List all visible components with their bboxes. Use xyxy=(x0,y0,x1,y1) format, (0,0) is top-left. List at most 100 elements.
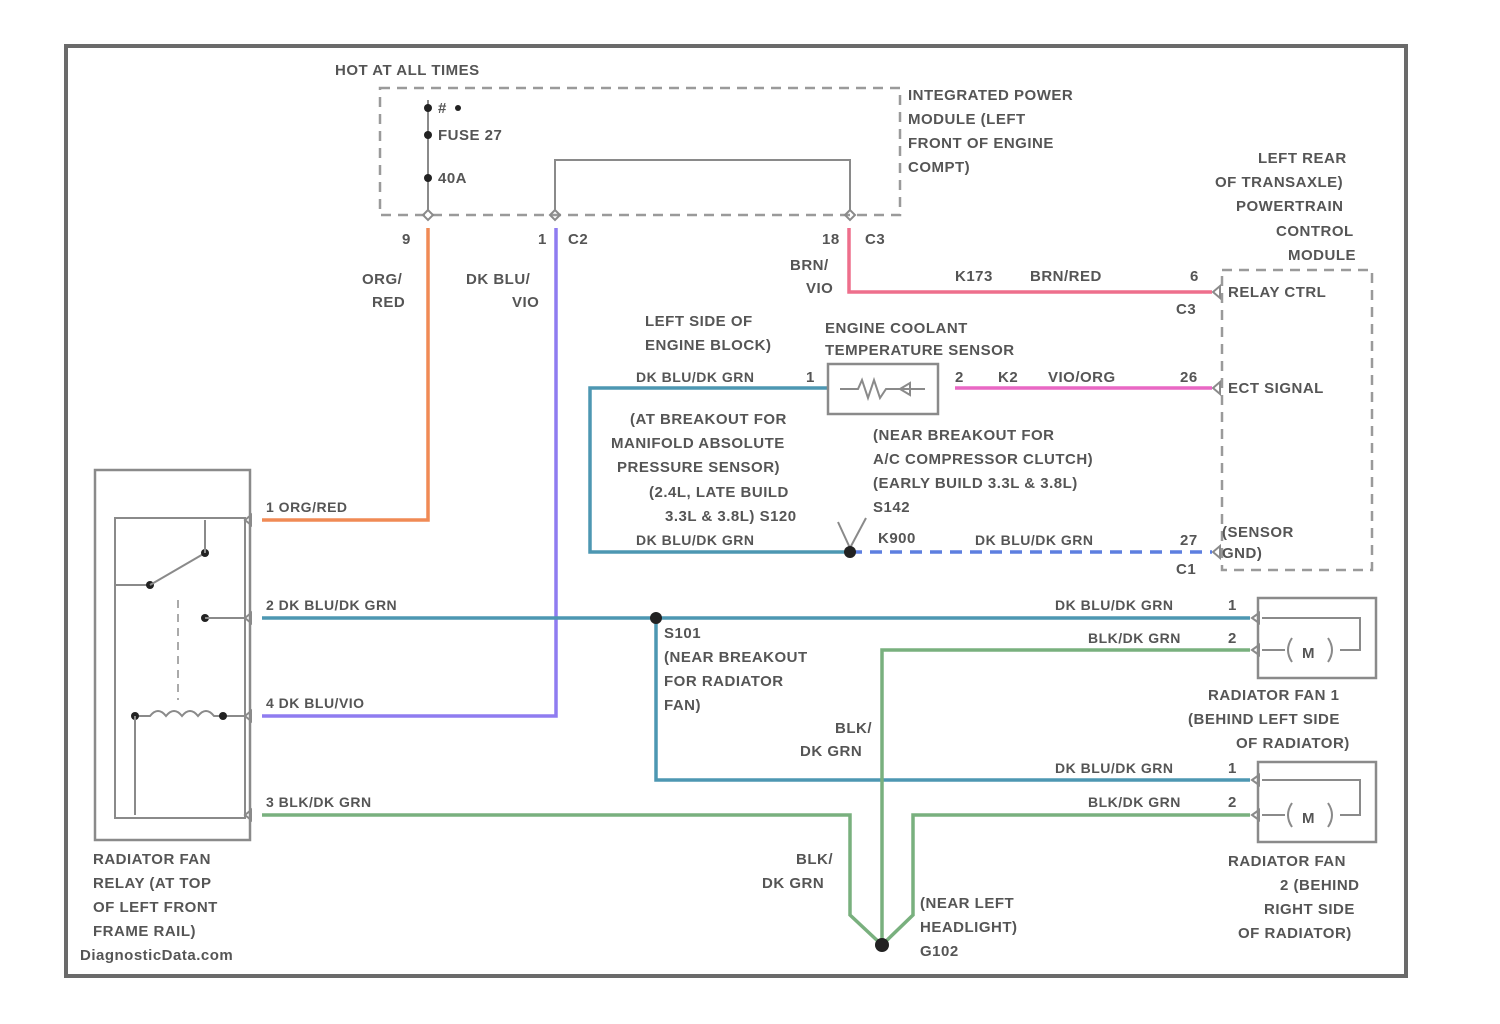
map-breakout-label-5: 3.3L & 3.8L) S120 xyxy=(665,508,797,525)
pcm-label-1: LEFT REAR xyxy=(1258,150,1347,167)
k173-label: K173 xyxy=(955,268,993,285)
pin-18-label: 18 xyxy=(822,231,840,248)
ac-breakout-label-2: A/C COMPRESSOR CLUTCH) xyxy=(873,451,1093,468)
k2-label: K2 xyxy=(998,369,1018,386)
ground-label-1: (NEAR LEFT xyxy=(920,895,1014,912)
hot-at-all-times-label: HOT AT ALL TIMES xyxy=(335,62,480,79)
splice-s101 xyxy=(650,612,662,624)
connector-c3-label: C3 xyxy=(865,231,885,248)
fan-2-label-1: RADIATOR FAN xyxy=(1228,853,1346,870)
connector-c1-label: C1 xyxy=(1176,561,1196,578)
fan-2-motor-symbol: M xyxy=(1302,810,1315,827)
relay-label-1: RADIATOR FAN xyxy=(93,851,211,868)
fan-2-pin-1-label: 1 xyxy=(1228,760,1237,777)
watermark-label: DiagnosticData.com xyxy=(80,947,233,964)
radiator-breakout-label-1: (NEAR BREAKOUT xyxy=(664,649,808,666)
s101-label: S101 xyxy=(664,625,701,642)
blk-dkgrn-label-2a: BLK/ xyxy=(796,851,833,868)
relay-label-3: OF LEFT FRONT xyxy=(93,899,218,916)
vio-org-label: VIO/ORG xyxy=(1048,369,1116,386)
pcm-label-3: POWERTRAIN xyxy=(1236,198,1344,215)
ect-sensor-label-2: TEMPERATURE SENSOR xyxy=(825,342,1015,359)
ipm-label-1: INTEGRATED POWER xyxy=(908,87,1073,104)
fan-1-pin-2-label: 2 xyxy=(1228,630,1237,647)
ect-sensor-label-1: ENGINE COOLANT xyxy=(825,320,968,337)
map-breakout-label-2: MANIFOLD ABSOLUTE xyxy=(611,435,785,452)
connector-c3-pcm-label: C3 xyxy=(1176,301,1196,318)
relay-pin-1-label: 1 ORG/RED xyxy=(266,499,348,515)
relay-pin-4-label: 4 DK BLU/VIO xyxy=(266,695,365,711)
ground-g102 xyxy=(875,938,889,952)
ect-pin-2-label: 2 xyxy=(955,369,964,386)
fan-1-motor-symbol: M xyxy=(1302,645,1315,662)
radiator-breakout-label-3: FAN) xyxy=(664,697,701,714)
engine-block-label-1: LEFT SIDE OF xyxy=(645,313,753,330)
brn-vio-label-2: VIO xyxy=(806,280,833,297)
pcm-label-2: OF TRANSAXLE) xyxy=(1215,174,1343,191)
engine-block-label-2: ENGINE BLOCK) xyxy=(645,337,772,354)
dashed-wire-label: DK BLU/DK GRN xyxy=(975,532,1094,548)
radiator-fan-2 xyxy=(1252,762,1376,842)
k900-label: K900 xyxy=(878,530,916,547)
fan-1-pin-1-wire-label: DK BLU/DK GRN xyxy=(1055,597,1174,613)
ect-signal-label: ECT SIGNAL xyxy=(1228,380,1324,397)
radiator-breakout-label-2: FOR RADIATOR xyxy=(664,673,784,690)
ipm-label-3: FRONT OF ENGINE xyxy=(908,135,1054,152)
ect-pin-1-label: 1 xyxy=(806,369,815,386)
ac-breakout-label-3: (EARLY BUILD 3.3L & 3.8L) xyxy=(873,475,1078,492)
fan-2-label-3: RIGHT SIDE xyxy=(1264,901,1355,918)
pcm-label-4: CONTROL xyxy=(1276,223,1354,240)
integrated-power-module xyxy=(380,88,900,220)
fan-1-pin-2-wire-label: BLK/DK GRN xyxy=(1088,630,1181,646)
brn-vio-label-1: BRN/ xyxy=(790,257,829,274)
fan-2-pin-2-wire-label: BLK/DK GRN xyxy=(1088,794,1181,810)
relay-pin-2-label: 2 DK BLU/DK GRN xyxy=(266,597,397,613)
pin-9-label: 9 xyxy=(402,231,411,248)
pcm-pin-27-label: 27 xyxy=(1180,532,1198,549)
splice-s142 xyxy=(844,546,856,558)
ac-breakout-label-4: S142 xyxy=(873,499,910,516)
dk-blu-vio-label-1: DK BLU/ xyxy=(466,271,531,288)
ipm-label-2: MODULE (LEFT xyxy=(908,111,1026,128)
fan-1-label-3: OF RADIATOR) xyxy=(1236,735,1350,752)
relay-pin-3-label: 3 BLK/DK GRN xyxy=(266,794,372,810)
ect-left-wire-label: DK BLU/DK GRN xyxy=(636,369,755,385)
ground-label-3: G102 xyxy=(920,943,959,960)
ground-label-2: HEADLIGHT) xyxy=(920,919,1018,936)
map-breakout-label-1: (AT BREAKOUT FOR xyxy=(630,411,787,428)
blk-dkgrn-label-1b: DK GRN xyxy=(800,743,862,760)
brn-red-label: BRN/RED xyxy=(1030,268,1102,285)
org-red-label-1: ORG/ xyxy=(362,271,403,288)
connector-c2-label: C2 xyxy=(568,231,588,248)
fuse-amperage-label: 40A xyxy=(438,170,467,187)
ac-breakout-label-1: (NEAR BREAKOUT FOR xyxy=(873,427,1055,444)
fan-2-pin-2-label: 2 xyxy=(1228,794,1237,811)
relay-ctrl-label: RELAY CTRL xyxy=(1228,284,1326,301)
blk-dkgrn-label-2b: DK GRN xyxy=(762,875,824,892)
fan-1-label-2: (BEHIND LEFT SIDE xyxy=(1188,711,1340,728)
pcm-label-5: MODULE xyxy=(1288,247,1356,264)
map-breakout-label-4: (2.4L, LATE BUILD xyxy=(649,484,789,501)
fan-1-label-1: RADIATOR FAN 1 xyxy=(1208,687,1339,704)
sensor-gnd-label-2: GND) xyxy=(1222,545,1262,562)
dk-blu-vio-label-2: VIO xyxy=(512,294,539,311)
ect-sensor xyxy=(828,364,938,414)
org-red-label-2: RED xyxy=(372,294,405,311)
radiator-fan-1 xyxy=(1252,598,1376,678)
fan-1-pin-1-label: 1 xyxy=(1228,597,1237,614)
fuse-label: FUSE 27 xyxy=(438,127,502,144)
sensor-gnd-label-1: (SENSOR xyxy=(1222,524,1294,541)
wire-org-red xyxy=(262,228,428,520)
fan-2-label-2: 2 (BEHIND xyxy=(1280,877,1360,894)
relay-label-2: RELAY (AT TOP xyxy=(93,875,211,892)
radiator-fan-relay xyxy=(95,470,251,840)
pin-1-c2-label: 1 xyxy=(538,231,547,248)
pcm-pin-6-label: 6 xyxy=(1190,268,1199,285)
fan-2-pin-1-wire-label: DK BLU/DK GRN xyxy=(1055,760,1174,776)
fan-2-label-4: OF RADIATOR) xyxy=(1238,925,1352,942)
map-wire-label: DK BLU/DK GRN xyxy=(636,532,755,548)
ipm-label-4: COMPT) xyxy=(908,159,970,176)
relay-label-4: FRAME RAIL) xyxy=(93,923,196,940)
map-breakout-label-3: PRESSURE SENSOR) xyxy=(617,459,780,476)
